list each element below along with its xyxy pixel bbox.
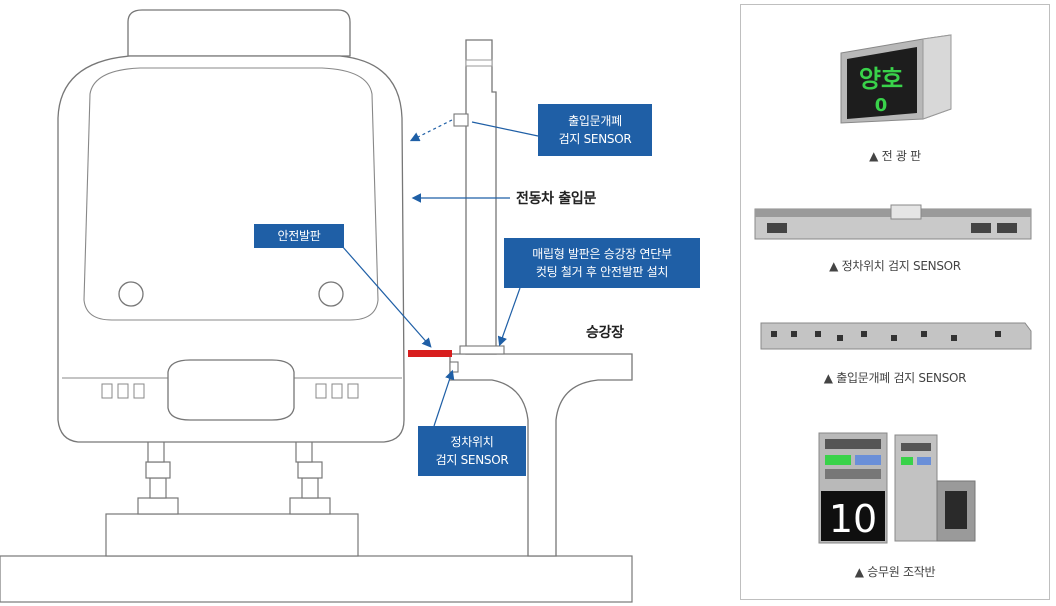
safety-step — [408, 350, 452, 357]
led-sign-illustration: 양호 0 — [840, 34, 952, 124]
arrow-install-note — [497, 287, 521, 347]
callout-stop-sensor-line1: 정차위치 — [450, 435, 494, 449]
bogie-right — [295, 439, 313, 463]
callout-door-sensor: 출입문개폐 검지 SENSOR — [538, 104, 652, 156]
label-platform: 승강장 — [586, 325, 624, 341]
stop-sensor-box — [449, 361, 459, 373]
callout-install-note: 매립형 발판은 승강장 연단부 컷팅 철거 후 안전발판 설치 — [504, 238, 700, 288]
stop-sensor-illustration — [754, 204, 1032, 240]
caption-crew-panel: ▲ 승무원 조작반 — [854, 565, 936, 579]
callout-safety-step-text: 안전발판 — [277, 229, 321, 243]
callout-door-sensor-line1: 출입문개폐 — [568, 114, 622, 128]
label-train-door: 전동차 출입문 — [516, 191, 597, 207]
callout-install-note-line1: 매립형 발판은 승강장 연단부 — [532, 247, 672, 261]
train-roof — [127, 9, 351, 57]
callout-door-sensor-line2: 검지 SENSOR — [558, 132, 632, 146]
equipment-panel: 양호 0 ▲ 전 광 판 ▲ 정차위치 검지 SENSOR ▲ 출입문개폐 검지… — [740, 4, 1050, 600]
door-sensor-box — [453, 113, 469, 127]
bogie-left — [147, 439, 165, 463]
platform-structure — [449, 353, 633, 557]
caption-led-sign: ▲ 전 광 판 — [869, 149, 921, 163]
ground — [0, 555, 633, 603]
door-sensor-illustration — [760, 322, 1032, 350]
led-sign-text: 양호 — [859, 65, 903, 93]
train-windshield — [83, 67, 379, 321]
crew-panel-illustration: 10 — [818, 432, 976, 544]
crew-panel-display: 10 — [829, 497, 877, 541]
caption-stop-sensor: ▲ 정차위치 검지 SENSOR — [829, 259, 961, 273]
caption-door-sensor: ▲ 출입문개폐 검지 SENSOR — [823, 371, 967, 385]
arrow-door-sensor — [471, 121, 539, 137]
callout-stop-sensor-line2: 검지 SENSOR — [435, 453, 509, 467]
callout-safety-step: 안전발판 — [254, 224, 344, 248]
track-bed — [105, 513, 359, 557]
installation-diagram — [0, 9, 633, 603]
arrow-stop-sensor — [433, 369, 455, 427]
platform-door-post — [465, 39, 497, 355]
arrow-door-to-train — [409, 119, 453, 142]
headlight-left — [118, 281, 144, 307]
arrow-safety-step — [341, 245, 432, 348]
callout-install-note-line2: 컷팅 철거 후 안전발판 설치 — [535, 265, 669, 279]
rail-right — [289, 461, 331, 515]
callout-stop-sensor: 정차위치 검지 SENSOR — [418, 426, 526, 476]
rail-left — [137, 461, 179, 515]
led-sign-value: 0 — [875, 95, 888, 116]
headlight-right — [318, 281, 344, 307]
train-coupler — [167, 359, 295, 421]
